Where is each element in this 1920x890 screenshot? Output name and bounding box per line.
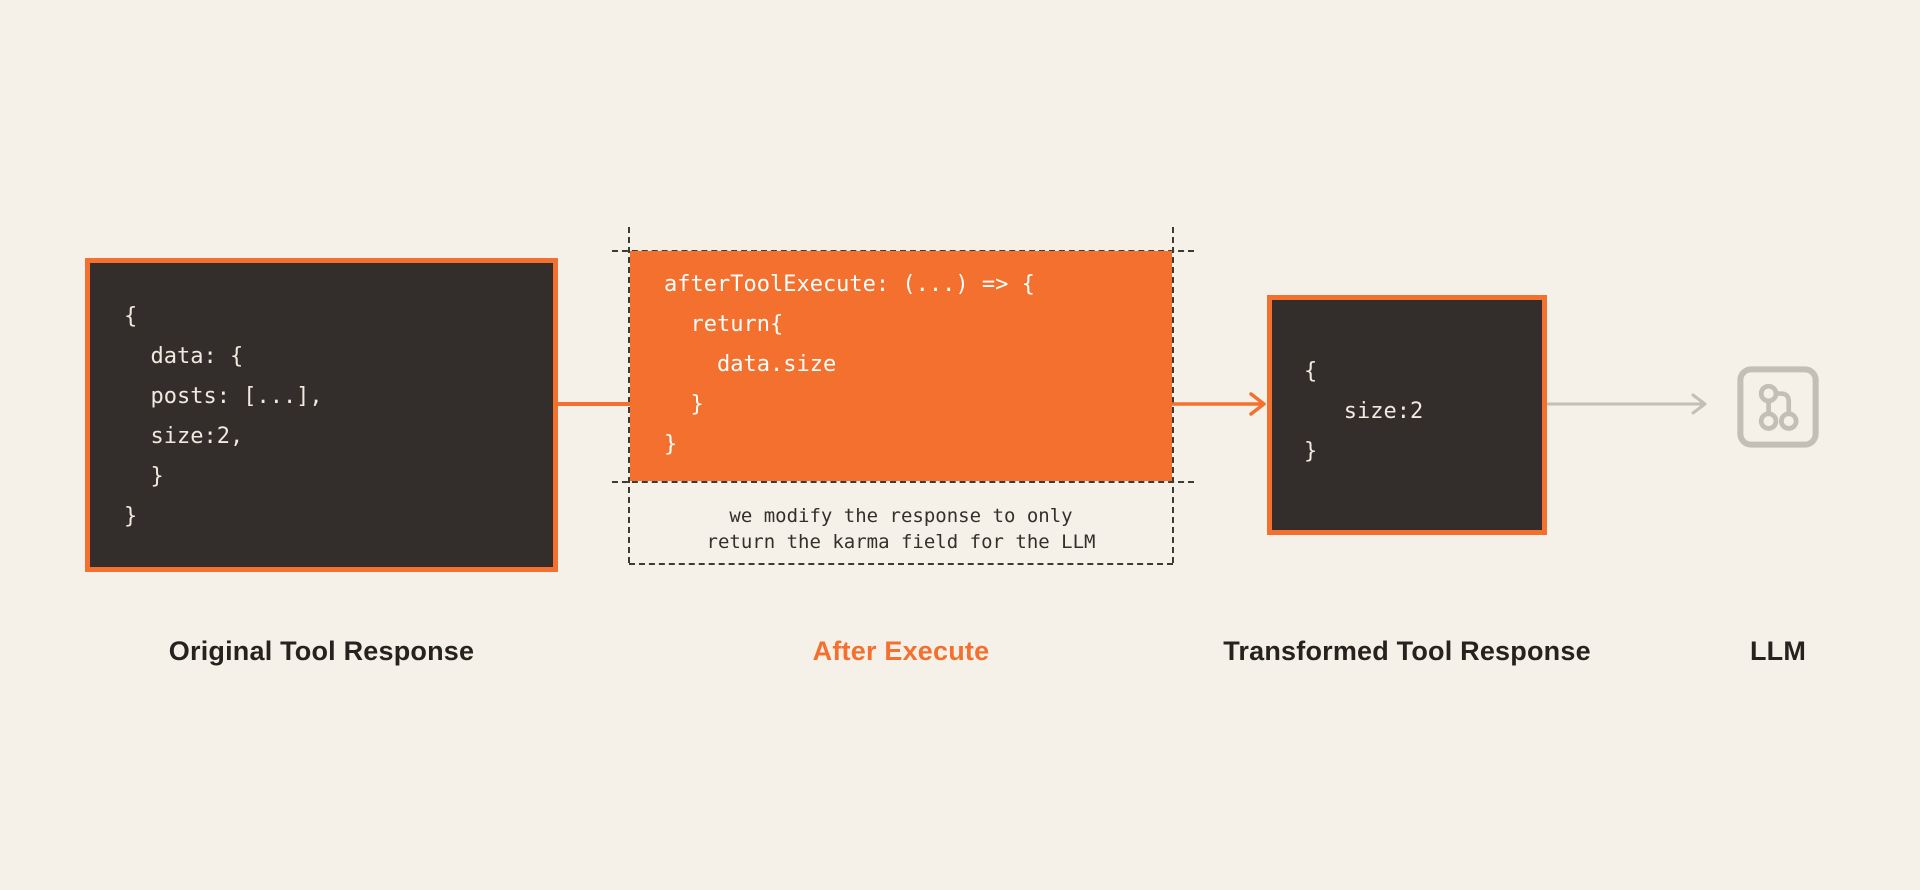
label-original-tool-response: Original Tool Response xyxy=(168,636,475,666)
dashed-guide-horizontal-bottom xyxy=(629,563,1173,565)
git-fork-icon xyxy=(1737,366,1819,448)
code-line: { xyxy=(124,304,138,329)
code-line: data.size xyxy=(664,352,837,377)
label-after-execute: After Execute xyxy=(812,636,990,666)
after-execute-box: afterToolExecute: (...) => { return{ dat… xyxy=(630,251,1172,481)
transformed-tool-response-box: { size:2 } xyxy=(1267,295,1547,535)
code-line: } xyxy=(124,504,138,529)
code-line: } xyxy=(124,464,164,489)
llm-icon xyxy=(1735,364,1821,450)
label-llm: LLM xyxy=(1749,636,1807,666)
original-tool-response-box: { data: { posts: [...], size:2, } } xyxy=(85,258,558,572)
code-line: size:2, xyxy=(124,424,244,449)
code-line: } xyxy=(1304,439,1318,464)
code-line: { xyxy=(1304,359,1318,384)
caption-line: return the karma field for the LLM xyxy=(706,531,1096,553)
arrow-transformed-to-llm xyxy=(1547,393,1707,415)
code-line: return{ xyxy=(664,312,784,337)
code-line: } xyxy=(664,392,704,417)
dashed-guide-horizontal-middle xyxy=(612,481,1194,483)
dashed-guide-vertical-right xyxy=(1172,227,1174,563)
connector-original-to-after-execute xyxy=(557,402,631,406)
label-transformed-tool-response: Transformed Tool Response xyxy=(1223,636,1591,666)
code-line: posts: [...], xyxy=(124,384,323,409)
code-line: data: { xyxy=(124,344,244,369)
code-line: afterToolExecute: (...) => { xyxy=(664,272,1035,297)
code-line: size:2 xyxy=(1304,399,1424,424)
arrow-after-execute-to-transformed xyxy=(1170,392,1266,416)
caption-line: we modify the response to only xyxy=(729,505,1073,527)
dashed-guide-vertical-left xyxy=(628,227,630,563)
after-execute-caption: we modify the response to only return th… xyxy=(630,503,1172,555)
code-line: } xyxy=(664,432,678,457)
